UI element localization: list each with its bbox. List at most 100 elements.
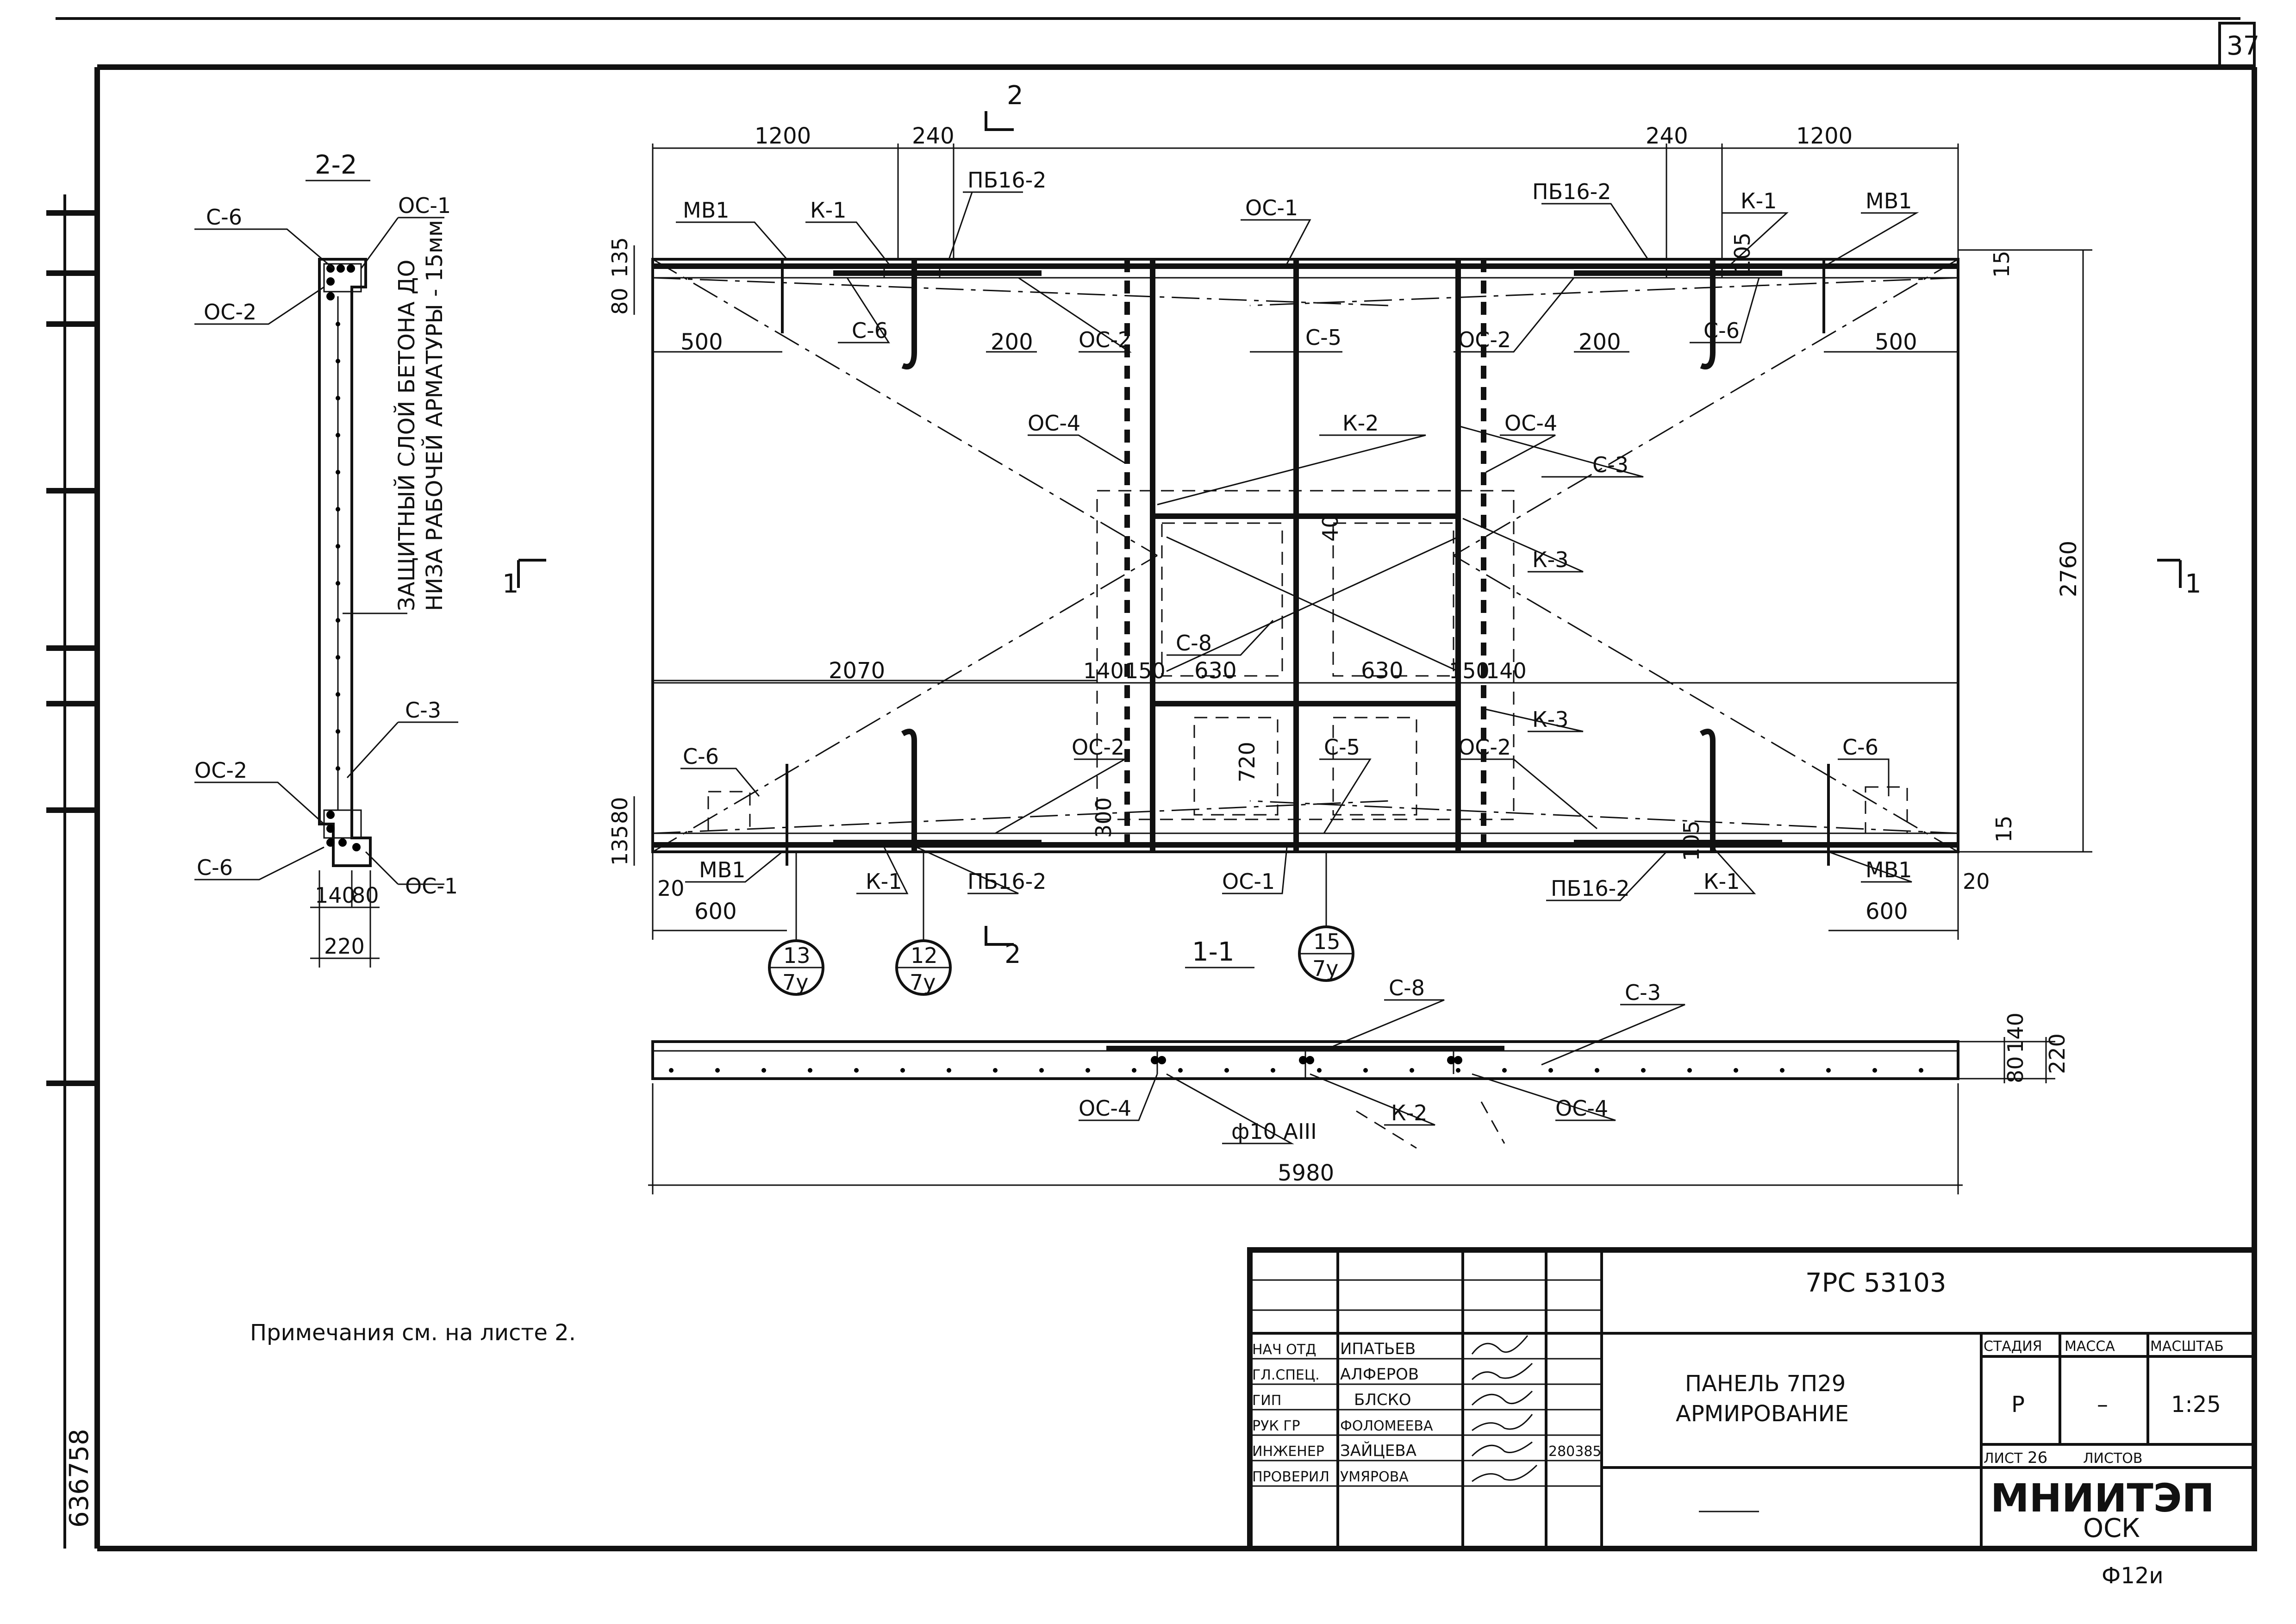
label-k1-bottom-left: К-1 (866, 869, 902, 894)
s22-label-c3: С-3 (405, 698, 441, 723)
dim-2070: 2070 (829, 658, 885, 684)
label-oc2-bottom-right: ОС-2 (1458, 735, 1511, 760)
label-pb16-bottom-left: ПБ16-2 (967, 869, 1047, 894)
label-oc2-mid-left: ОС-2 (1079, 327, 1131, 352)
label-c6-bottom-right: С-6 (1842, 735, 1878, 760)
section-2-2: 2-2 (194, 150, 458, 968)
s22-cover-note-2: НИЗА РАБОЧЕЙ АРМАТУРЫ - 15мм (421, 220, 448, 611)
s22-dim-80: 80 (352, 883, 379, 908)
s11-dim-140: 140 (2003, 1012, 2028, 1053)
dim-200-right: 200 (1578, 329, 1621, 355)
s22-label-oc1-top: ОС-1 (398, 193, 451, 218)
dim-135-top: 135 (607, 237, 632, 278)
s11-dim-80: 80 (2003, 1056, 2028, 1083)
tb-role-3: РУК ГР (1252, 1418, 1300, 1434)
label-k1-top-right: К-1 (1741, 188, 1777, 213)
dim-20-right: 20 (1963, 869, 1990, 894)
s11-label-c3: С-3 (1625, 980, 1661, 1005)
label-mb1-bottom-right: МВ1 (1866, 857, 1912, 882)
tb-scale-value: 1:25 (2171, 1392, 2221, 1418)
s22-dim-220: 220 (324, 934, 365, 959)
dim-2760: 2760 (2056, 541, 2082, 597)
section-2-2-title: 2-2 (315, 150, 357, 180)
s11-label-oc4-right: ОС-4 (1555, 1096, 1608, 1121)
dim-1200-right: 1200 (1796, 123, 1853, 149)
label-k1-bottom-right: К-1 (1703, 869, 1740, 894)
label-oc4-right: ОС-4 (1504, 411, 1557, 436)
label-c6-bottom-left: С-6 (683, 744, 719, 769)
dim-600-right: 600 (1866, 899, 1908, 924)
sheet-note: Примечания см. на листе 2. (250, 1320, 576, 1346)
tb-scale-header: МАСШТАБ (2150, 1338, 2224, 1355)
dim-80-top: 80 (607, 287, 632, 315)
tb-name-2: БЛСКО (1354, 1391, 1411, 1409)
tb-role-5: ПРОВЕРИЛ (1252, 1469, 1329, 1485)
dim-20-left: 20 (657, 876, 685, 901)
label-k3-upper: К-3 (1532, 547, 1569, 572)
label-mb1-top-left: МВ1 (683, 198, 730, 223)
section-1-1 (648, 999, 2055, 1194)
dim-240-right: 240 (1646, 123, 1688, 149)
s11-dim-220: 220 (2045, 1033, 2070, 1074)
tb-role-1: ГЛ.СПЕЦ. (1252, 1367, 1320, 1383)
tb-sheets-label: ЛИСТОВ (2083, 1450, 2142, 1467)
s22-label-oc2-top: ОС-2 (204, 300, 256, 325)
tb-mass-value: – (2097, 1392, 2108, 1418)
dim-150-left: 150 (1125, 658, 1166, 683)
tb-title-2: АРМИРОВАНИЕ (1676, 1401, 1849, 1427)
callout-15-bottom: 7у (1312, 956, 1339, 981)
label-oc2-mid-right: ОС-2 (1458, 327, 1511, 352)
label-c6-mid-left: С-6 (852, 318, 888, 343)
dim-15-top: 15 (1989, 250, 2014, 278)
dim-105-bottom: 105 (1679, 820, 1704, 861)
s11-label-k2: К-2 (1391, 1100, 1428, 1125)
sheet-number: 37 (2227, 31, 2259, 61)
title-block (1247, 1247, 2257, 1551)
s22-label-oc2-bottom: ОС-2 (194, 758, 247, 783)
dim-1200-left: 1200 (755, 123, 811, 149)
section-1-1-rebar-dots (669, 1056, 1923, 1073)
s22-label-c6-bottom: С-6 (197, 855, 233, 880)
dim-200-left: 200 (991, 329, 1033, 355)
tb-name-3: ФОЛОМЕЕВА (1340, 1418, 1433, 1434)
plan-view (517, 111, 2182, 996)
tb-date: 280385 (1548, 1443, 1602, 1460)
tb-name-5: УМЯРОВА (1340, 1469, 1409, 1485)
s11-length-5980: 5980 (1278, 1160, 1334, 1186)
label-pb16-top-left: ПБ16-2 (967, 168, 1047, 193)
label-k3-lower: К-3 (1532, 707, 1569, 732)
label-c3-plan: С-3 (1592, 452, 1628, 477)
section-mark-2-top: 2 (1007, 81, 1023, 111)
dim-500-right: 500 (1875, 329, 1917, 355)
dim-300: 300 (1091, 797, 1116, 838)
label-pb16-bottom-right: ПБ16-2 (1551, 876, 1630, 901)
tb-name-1: АЛФЕРОВ (1340, 1365, 1419, 1384)
tb-stage-value: Р (2011, 1392, 2025, 1418)
tb-name-0: ИПАТЬЕВ (1340, 1340, 1416, 1358)
label-c5-top: С-5 (1305, 325, 1341, 350)
dim-15-bottom: 15 (1991, 815, 2016, 843)
label-oc1-bottom: ОС-1 (1222, 869, 1275, 894)
dim-105-top: 105 (1730, 232, 1755, 273)
s11-label-c8: С-8 (1389, 975, 1425, 1000)
dim-140-left: 140 (1083, 658, 1124, 683)
label-k2-plan: К-2 (1342, 411, 1379, 436)
s11-label-oc4-left: ОС-4 (1079, 1096, 1131, 1121)
s22-cover-note-1: ЗАЩИТНЫЙ СЛОЙ БЕТОНА ДО (393, 260, 420, 611)
s22-dim-140: 140 (315, 883, 356, 908)
tb-org-name: МНИИТЭП (1990, 1475, 2215, 1521)
callout-13-bottom: 7у (782, 970, 809, 995)
dim-150-right: 150 (1449, 658, 1490, 683)
s22-label-oc1-bottom: ОС-1 (405, 874, 458, 899)
label-c8-plan: С-8 (1176, 631, 1212, 656)
label-c5-bottom: С-5 (1324, 735, 1360, 760)
callout-13-top: 13 (783, 943, 811, 968)
label-c6-mid-right: С-6 (1703, 318, 1740, 343)
signature-scribble (1471, 1335, 1529, 1355)
tb-sheet-no: 26 (2028, 1449, 2047, 1467)
label-oc1-top: ОС-1 (1245, 195, 1298, 220)
tb-role-0: НАЧ ОТД (1252, 1342, 1316, 1358)
dim-630-left: 630 (1194, 658, 1237, 684)
dim-630-right: 630 (1361, 658, 1404, 684)
